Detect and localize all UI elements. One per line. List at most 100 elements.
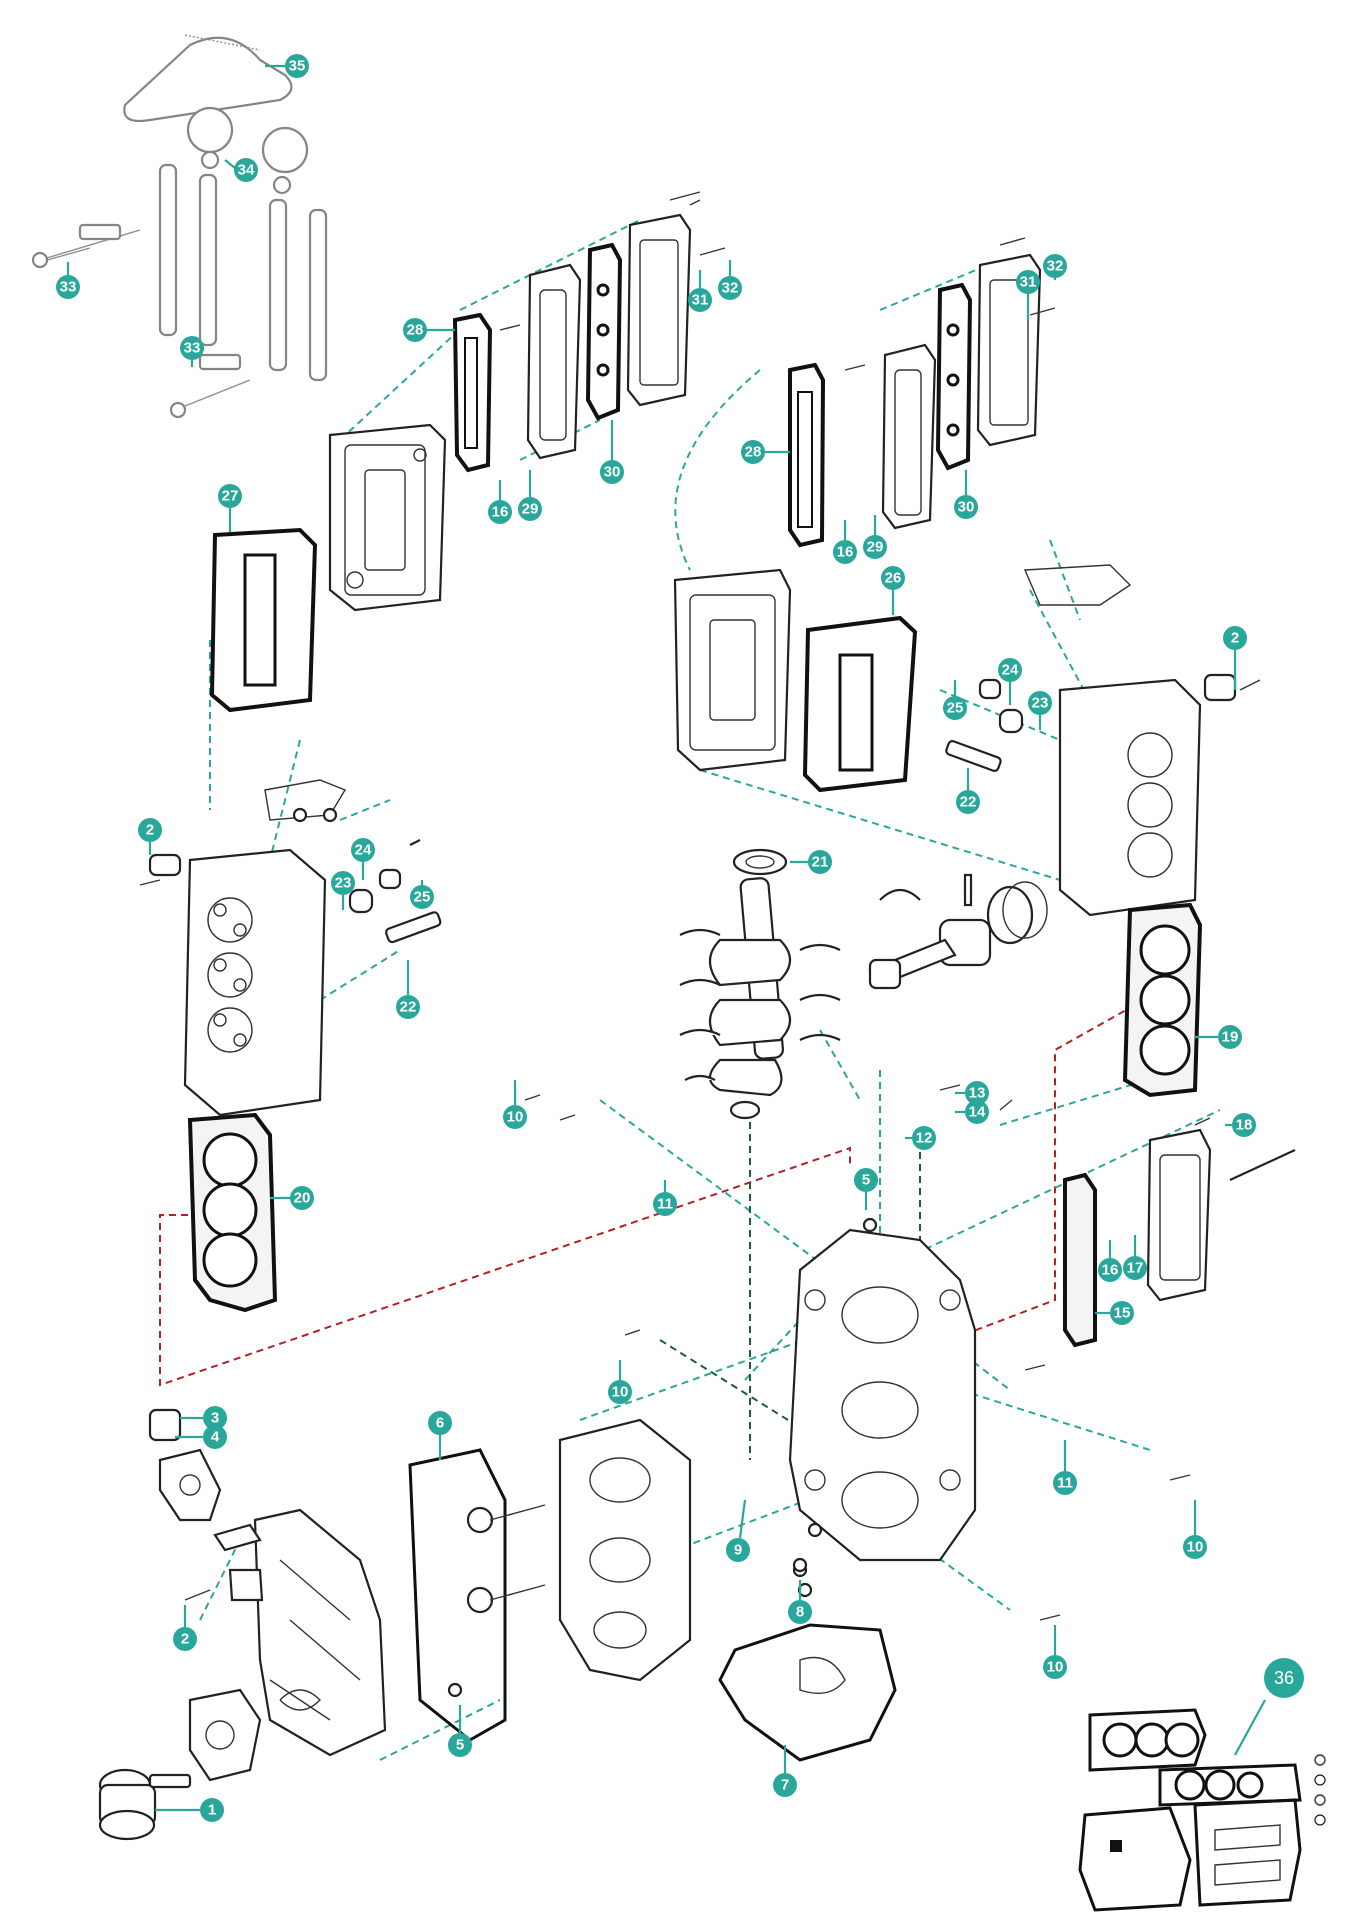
callout-19: 19 — [1195, 1025, 1242, 1049]
callout-14: 14 — [955, 1100, 989, 1124]
gasket-30-left — [585, 242, 623, 421]
callouts: 35 34 33 33 28 27 1 — [56, 54, 1304, 1822]
callout-30-left: 30 — [600, 420, 624, 484]
svg-text:29: 29 — [522, 501, 539, 518]
gasket-28-left — [452, 312, 493, 473]
camshaft-3 — [268, 198, 288, 372]
svg-text:32: 32 — [1047, 258, 1064, 275]
callout-34: 34 — [224, 158, 258, 182]
callout-26: 26 — [881, 566, 905, 615]
svg-text:21: 21 — [812, 854, 829, 871]
callout-32-left: 32 — [718, 260, 742, 300]
cam-sprocket-right — [261, 126, 309, 174]
oil-pan-gasket-7 — [718, 1623, 897, 1762]
svg-text:24: 24 — [1002, 662, 1019, 679]
callout-27: 27 — [218, 484, 242, 532]
callout-5-lower: 5 — [448, 1705, 472, 1757]
svg-text:6: 6 — [436, 1415, 444, 1432]
cylinder-head-left — [148, 779, 347, 1117]
callout-6: 6 — [428, 1411, 452, 1460]
callout-30-right: 30 — [954, 470, 978, 519]
plate-cover-left — [526, 263, 582, 460]
svg-text:8: 8 — [796, 1604, 804, 1621]
callout-31-right: 31 — [1016, 270, 1040, 320]
callout-23-right: 23 — [1028, 691, 1052, 730]
crankshaft — [708, 848, 792, 1120]
intake-gasket-15 — [1063, 1172, 1097, 1348]
svg-text:1: 1 — [208, 1802, 216, 1819]
head-cover-right — [673, 568, 792, 772]
callout-16-mid: 16 — [833, 520, 857, 564]
svg-text:9: 9 — [734, 1542, 742, 1559]
spark-plug-right — [945, 678, 1024, 772]
callout-24-left: 24 — [351, 838, 375, 880]
gasket-kit-36 — [1078, 1708, 1326, 1912]
svg-text:3: 3 — [211, 1410, 219, 1427]
svg-text:4: 4 — [211, 1429, 220, 1446]
callout-2-top-right: 2 — [1223, 626, 1247, 690]
callout-8: 8 — [788, 1580, 812, 1624]
plate-outer-right — [976, 253, 1042, 447]
svg-text:36: 36 — [1274, 1668, 1294, 1688]
svg-text:2: 2 — [181, 1631, 189, 1648]
svg-text:12: 12 — [916, 1130, 933, 1147]
svg-text:19: 19 — [1222, 1029, 1239, 1046]
svg-text:24: 24 — [355, 842, 372, 859]
svg-text:18: 18 — [1236, 1117, 1253, 1134]
camshaft-2 — [198, 173, 218, 347]
callout-31-left: 31 — [688, 270, 712, 312]
svg-text:16: 16 — [837, 544, 854, 561]
thermostat-fitting — [148, 1408, 264, 1602]
svg-text:5: 5 — [862, 1172, 870, 1189]
svg-text:35: 35 — [289, 58, 306, 75]
callout-16-left: 16 — [488, 480, 512, 524]
svg-text:23: 23 — [335, 875, 352, 892]
bolts — [139, 191, 1261, 1698]
svg-text:26: 26 — [885, 570, 902, 587]
callout-18: 18 — [1225, 1113, 1256, 1137]
svg-text:16: 16 — [1102, 1262, 1119, 1279]
callout-1: 1 — [155, 1798, 224, 1822]
callout-36: 36 — [1234, 1658, 1304, 1756]
camshaft-assembly — [31, 34, 328, 419]
callout-28-right: 28 — [741, 440, 790, 464]
callout-5-upper: 5 — [854, 1168, 878, 1210]
callout-22-left: 22 — [396, 960, 420, 1019]
red-alignment-lines — [159, 1004, 1136, 1387]
spark-plug-left — [348, 839, 442, 944]
svg-text:31: 31 — [692, 292, 709, 309]
callout-35: 35 — [265, 54, 309, 78]
svg-text:11: 11 — [1057, 1475, 1073, 1492]
head-cover-left — [328, 423, 447, 612]
svg-text:10: 10 — [507, 1109, 524, 1126]
piston-assembly — [868, 873, 1048, 990]
cylinder-head-right — [1023, 564, 1237, 917]
callout-28-left: 28 — [403, 318, 455, 342]
callout-20: 20 — [270, 1186, 314, 1210]
svg-text:33: 33 — [184, 340, 201, 357]
callout-23-left: 23 — [331, 871, 355, 910]
gasket-28-right — [788, 362, 826, 548]
svg-text:15: 15 — [1114, 1305, 1131, 1322]
callout-4: 4 — [175, 1425, 227, 1449]
callout-11-right: 11 — [1053, 1440, 1077, 1495]
callout-10-right: 10 — [1183, 1500, 1207, 1559]
callout-22-right: 22 — [956, 768, 980, 814]
head-gasket-19 — [1122, 902, 1203, 1098]
svg-text:22: 22 — [960, 794, 977, 811]
svg-text:14: 14 — [969, 1104, 986, 1121]
svg-text:5: 5 — [456, 1737, 464, 1754]
camshaft-4 — [308, 208, 328, 382]
svg-text:2: 2 — [146, 822, 154, 839]
plate-cover-right — [881, 343, 937, 530]
oil-filter — [98, 1768, 192, 1841]
callout-33-lower: 33 — [180, 336, 204, 367]
svg-text:32: 32 — [722, 280, 739, 297]
callout-13: 13 — [955, 1081, 989, 1105]
gasket-30-right — [935, 282, 973, 471]
callout-16-right: 16 — [1098, 1240, 1122, 1282]
svg-text:28: 28 — [407, 322, 424, 339]
callout-10-mid: 10 — [608, 1360, 632, 1404]
svg-text:34: 34 — [238, 162, 255, 179]
